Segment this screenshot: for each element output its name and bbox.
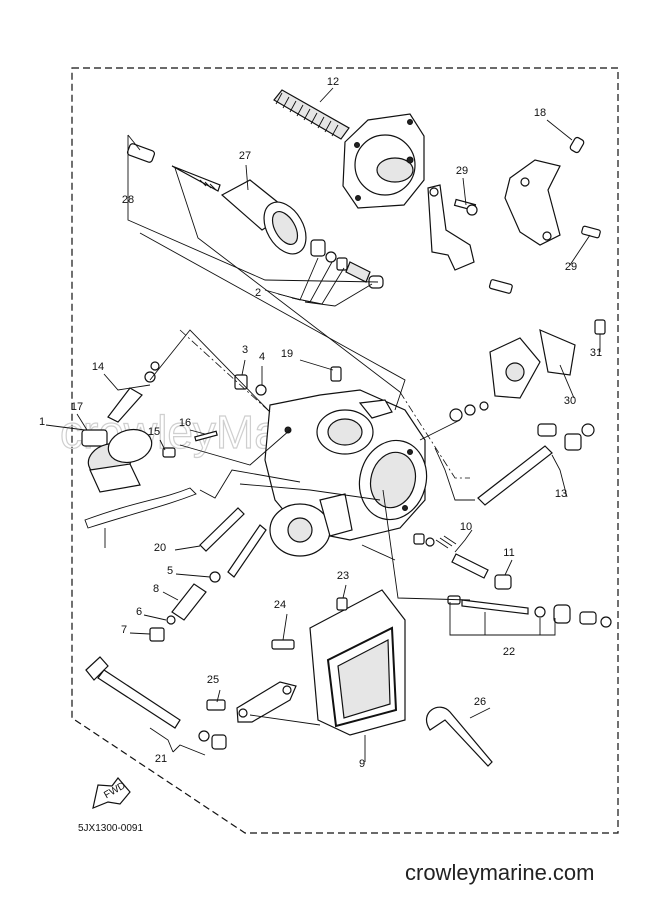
callout-c18: 18: [534, 107, 546, 119]
callout-c6: 6: [136, 606, 142, 618]
spring-12: [273, 89, 350, 140]
assembly-frame: [71, 67, 619, 834]
carburetor-body: [264, 389, 428, 557]
bracket-right: [504, 159, 561, 246]
callout-c23: 23: [337, 570, 349, 582]
callout-c19: 19: [281, 348, 293, 360]
washer-4: [255, 384, 267, 396]
callout-c17: 17: [71, 401, 83, 413]
jet-14: [107, 361, 160, 423]
clip-26: [426, 706, 493, 767]
sensor-17: [81, 428, 153, 493]
hose-32: [84, 487, 197, 529]
callout-c5: 5: [167, 565, 173, 577]
screw-15: [162, 447, 176, 458]
callout-c3: 3: [242, 344, 248, 356]
callout-c9: 9: [359, 758, 365, 770]
screw-25: [206, 699, 226, 711]
plunger-13: [477, 423, 595, 506]
screw-23: [336, 597, 348, 611]
screw-18: [569, 136, 585, 154]
callout-c1: 1: [39, 416, 45, 428]
holder-8: [171, 583, 207, 621]
top-cover: [342, 113, 425, 209]
jet-needle: [171, 165, 221, 192]
diaphragm-piston-27: [220, 179, 307, 255]
emulsion-tube: [227, 524, 267, 578]
callout-c29b: 29: [565, 261, 577, 273]
callout-c14: 14: [92, 361, 104, 373]
callout-c25: 25: [207, 674, 219, 686]
callout-c26: 26: [474, 696, 486, 708]
callout-c28: 28: [122, 194, 134, 206]
needle-20: [199, 507, 245, 552]
callout-c31: 31: [590, 347, 602, 359]
callout-c24: 24: [274, 599, 286, 611]
screw-set-10: [413, 533, 489, 579]
callout-c22: 22: [503, 646, 515, 658]
screw-assy-22: [447, 595, 612, 628]
callout-c30: 30: [564, 395, 576, 407]
cap-11: [494, 574, 512, 590]
callout-c11: 11: [503, 547, 514, 559]
callout-labels: 1234567891011121314151617181920212223242…: [39, 76, 602, 770]
figure-code: 5JX1300-0091: [78, 823, 143, 834]
jet-5: [209, 571, 221, 583]
fwd-arrow: FWD: [92, 777, 131, 809]
screw-bottom-bracket: [488, 279, 513, 294]
callout-c29a: 29: [456, 165, 468, 177]
leader-lines: [45, 87, 601, 762]
throttle-screw-21: [85, 656, 227, 750]
screw-29a: [453, 198, 478, 216]
plug-28: [126, 143, 156, 163]
screw-24: [271, 639, 295, 650]
callout-c4: 4: [259, 351, 265, 363]
screw-31: [594, 319, 606, 335]
callout-c13: 13: [555, 488, 567, 500]
oring-6: [166, 615, 176, 625]
callout-c21: 21: [155, 753, 167, 765]
callout-c8: 8: [153, 583, 159, 595]
callout-c20: 20: [154, 542, 166, 554]
footer-site-text: crowleymarine.com: [405, 860, 595, 885]
bracket-lower: [236, 681, 297, 723]
float-bowl-9: [309, 589, 406, 736]
bracket-left: [427, 184, 475, 271]
cover-30: [489, 329, 576, 399]
screw-19: [330, 366, 342, 382]
callout-c27: 27: [239, 150, 251, 162]
phantom-lines: [179, 329, 470, 479]
callout-c10: 10: [460, 521, 472, 533]
callout-c15: 15: [148, 426, 160, 438]
screw-29b: [581, 225, 601, 239]
callout-c12: 12: [327, 76, 339, 88]
callout-c16: 16: [179, 417, 191, 429]
pin-16: [194, 430, 218, 442]
callout-c7: 7: [121, 624, 127, 636]
nut-7: [149, 627, 165, 642]
washers-right: [449, 401, 489, 422]
callout-c2: 2: [255, 287, 261, 299]
